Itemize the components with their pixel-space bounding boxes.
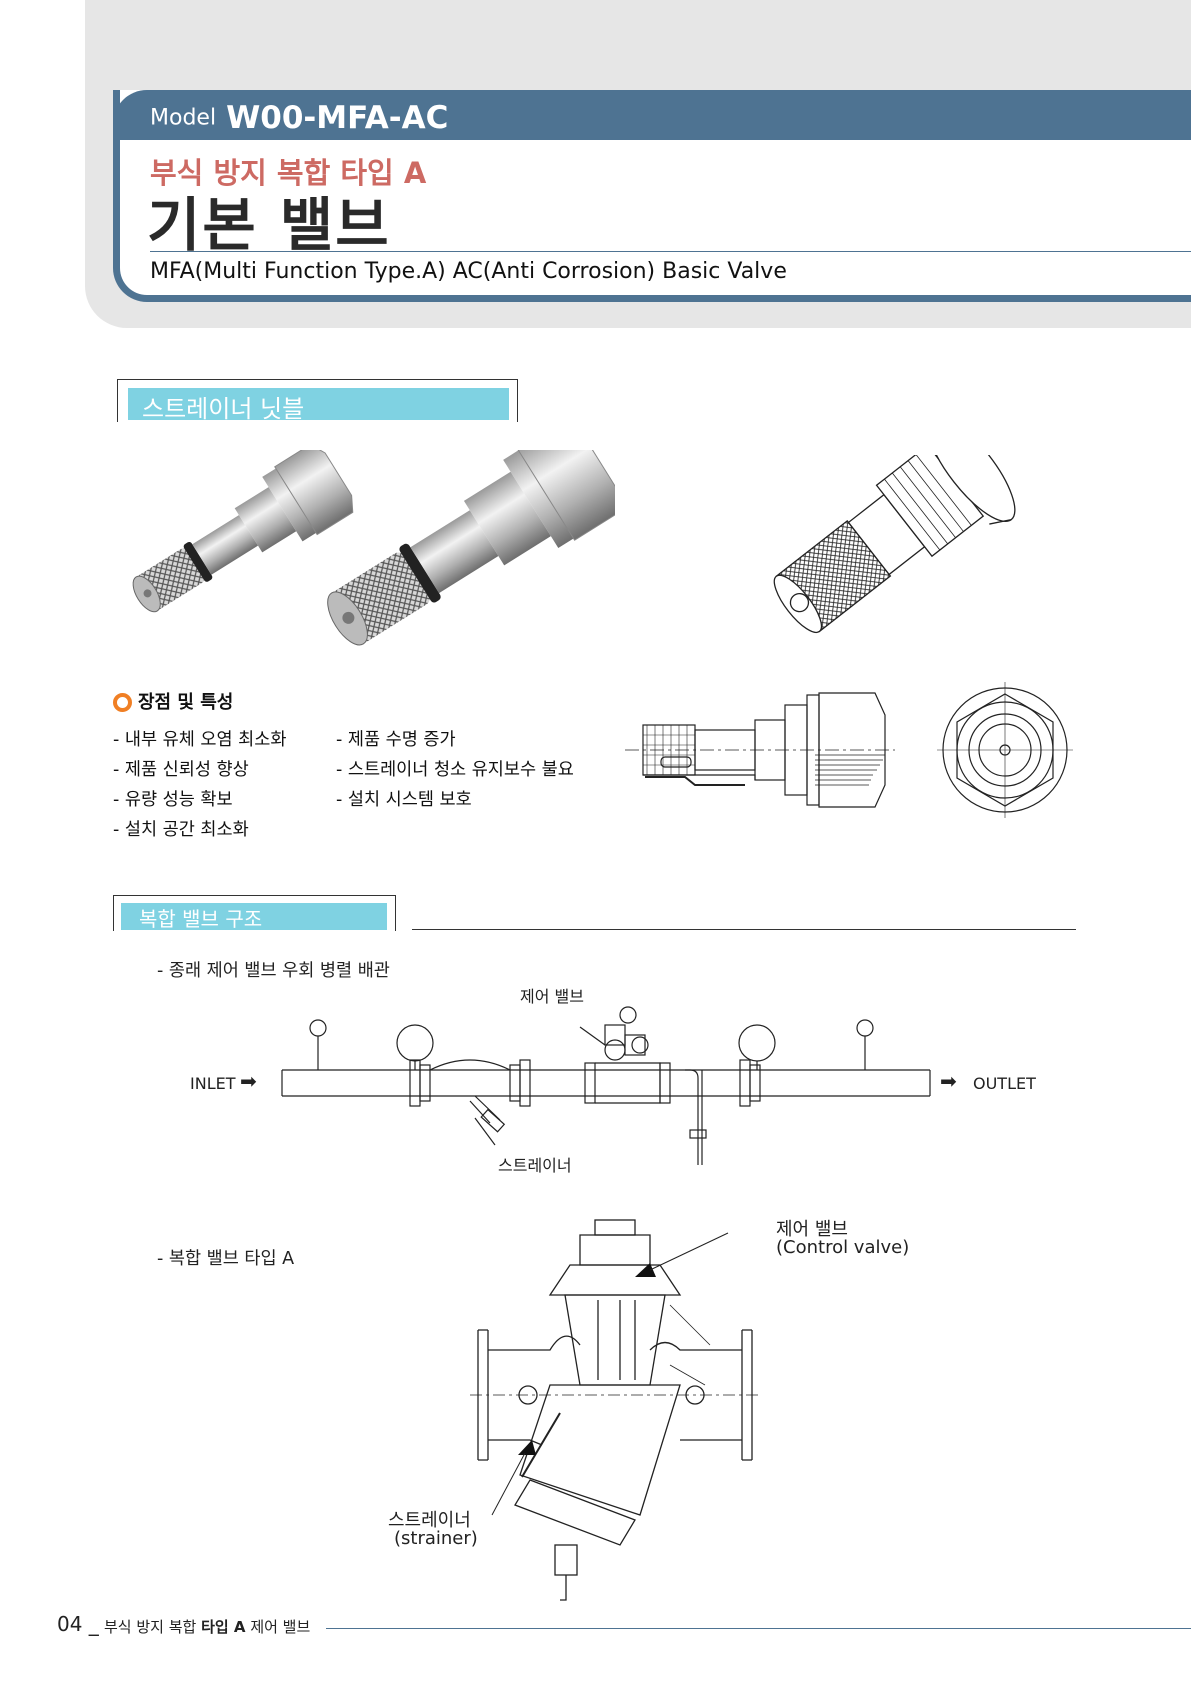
strainer-nipple-photo bbox=[132, 450, 615, 646]
strainer-nipple-section-drawing bbox=[625, 692, 895, 808]
section1-title-band bbox=[128, 388, 509, 420]
page-number: 04 _ bbox=[57, 1612, 99, 1636]
model-code: W00-MFA-AC bbox=[226, 100, 449, 136]
strainer-nipple-end-view bbox=[937, 682, 1073, 818]
section2-frame bbox=[113, 895, 396, 931]
footer-text-suffix: 제어 밸브 bbox=[245, 1618, 311, 1636]
control-valve-en-label: (Control valve) bbox=[776, 1237, 910, 1258]
control-valve-callout: 제어 밸브 bbox=[520, 987, 584, 1006]
outlet-arrow-icon: ➡ bbox=[940, 1069, 957, 1093]
english-title: MFA(Multi Function Type.A) AC(Anti Corro… bbox=[150, 259, 787, 284]
strainer-nipple-3d-drawing bbox=[773, 455, 1016, 634]
header-divider bbox=[150, 251, 1191, 252]
feature-item: - 제품 수명 증가 bbox=[336, 730, 456, 750]
section2-rule bbox=[412, 929, 1076, 930]
section1-title: 스트레이너 닛블 bbox=[142, 395, 305, 423]
product-subtitle: 부식 방지 복합 타입 A bbox=[150, 156, 427, 190]
feature-item: - 스트레이너 청소 유지보수 불요 bbox=[336, 760, 574, 780]
footer-text: 부식 방지 복합 타입 A 제어 밸브 bbox=[104, 1616, 310, 1637]
section2-title: 복합 밸브 구조 bbox=[139, 907, 263, 931]
inlet-label: INLET bbox=[190, 1074, 236, 1093]
feature-item: - 설치 공간 최소화 bbox=[113, 820, 249, 840]
section2-title-band bbox=[121, 903, 387, 930]
section1-frame bbox=[117, 379, 518, 422]
model-line: Model W00-MFA-AC bbox=[150, 100, 448, 136]
conventional-piping-label: - 종래 제어 밸브 우회 병렬 배관 bbox=[157, 961, 390, 981]
strainer-en-label: (strainer) bbox=[394, 1528, 478, 1549]
inlet-arrow-icon: ➡ bbox=[240, 1069, 257, 1093]
product-title: 기본 밸브 bbox=[147, 191, 391, 259]
outlet-label: OUTLET bbox=[973, 1074, 1036, 1093]
footer-rule bbox=[326, 1628, 1191, 1629]
combined-valve-drawing bbox=[470, 1219, 760, 1601]
feature-item: - 유량 성능 확보 bbox=[113, 790, 233, 810]
combined-valve-label: - 복합 밸브 타입 A bbox=[157, 1249, 295, 1269]
strainer-callout: 스트레이너 bbox=[498, 1156, 572, 1175]
footer-text-prefix: 부식 방지 복합 bbox=[104, 1618, 202, 1636]
feature-item: - 제품 신뢰성 향상 bbox=[113, 760, 249, 780]
model-label: Model bbox=[150, 105, 217, 131]
feature-item: - 내부 유체 오염 최소화 bbox=[113, 730, 287, 750]
footer-text-bold: 타입 A bbox=[201, 1618, 246, 1636]
control-valve-ko-label: 제어 밸브 bbox=[776, 1219, 848, 1240]
header-model-bar bbox=[113, 90, 1191, 140]
features-heading: 장점 및 특성 bbox=[138, 692, 234, 713]
strainer-ko-label: 스트레이너 bbox=[388, 1510, 471, 1531]
feature-bullet-icon bbox=[113, 693, 132, 712]
feature-item: - 설치 시스템 보호 bbox=[336, 790, 472, 810]
conventional-piping-diagram bbox=[281, 1006, 931, 1165]
